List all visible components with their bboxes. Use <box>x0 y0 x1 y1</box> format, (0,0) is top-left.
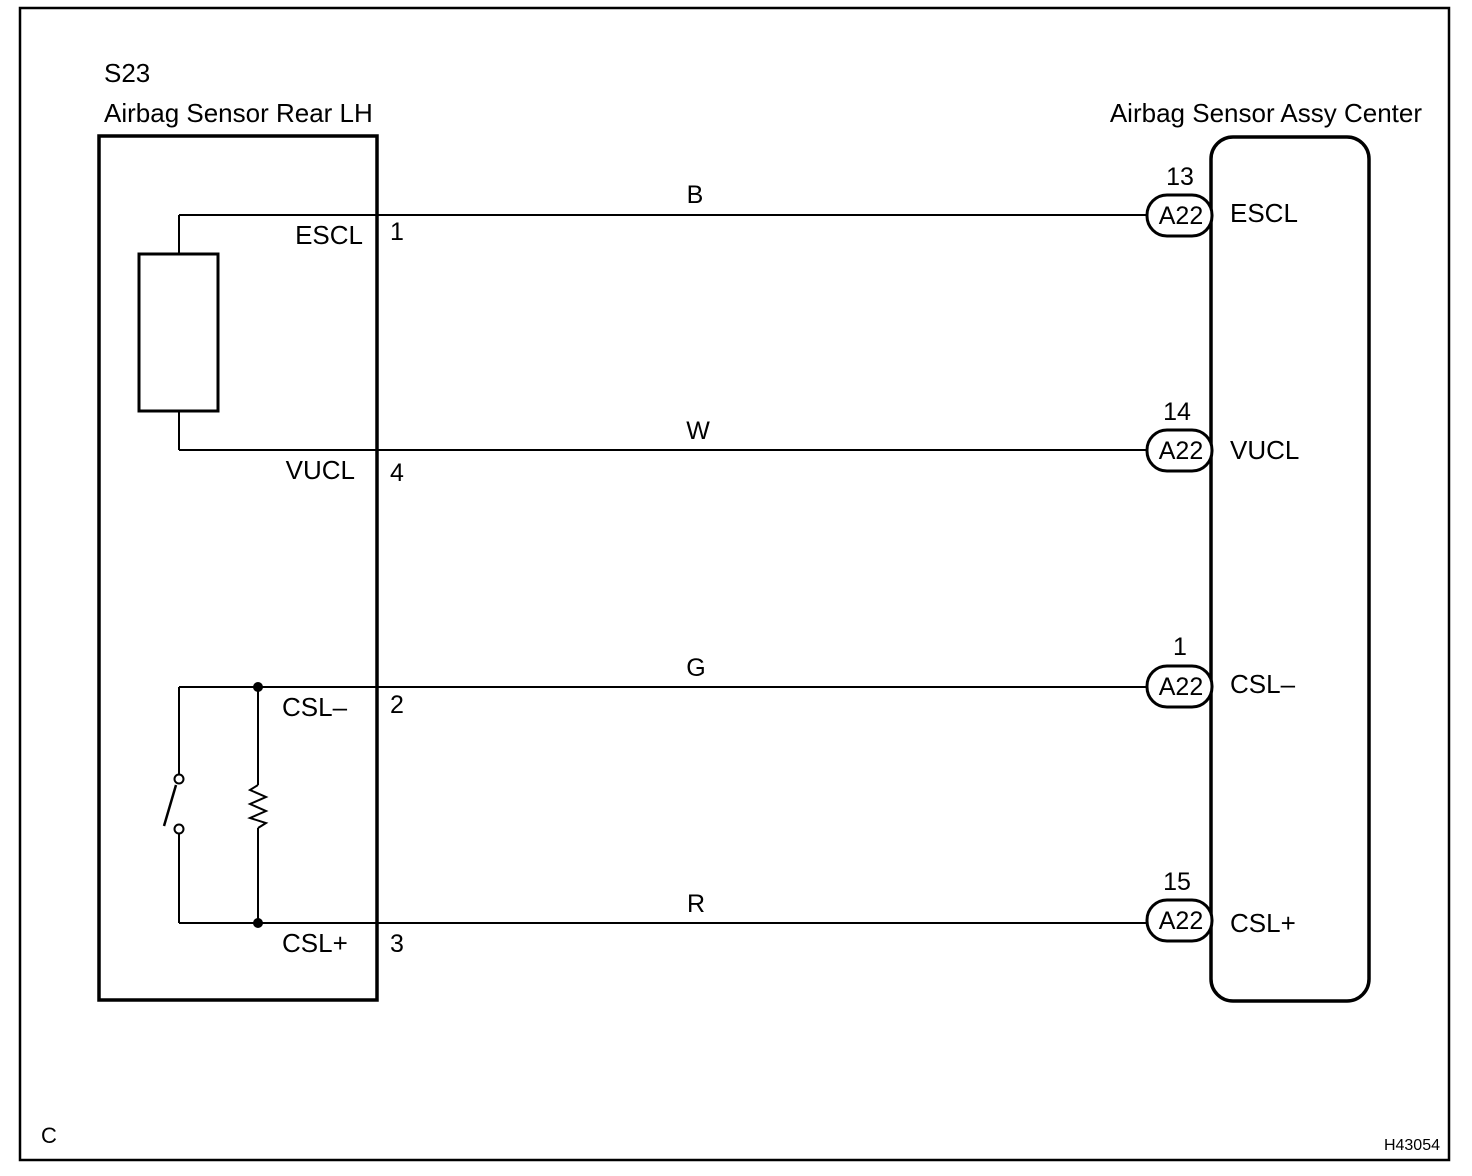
wire-color-csl-minus: G <box>686 654 705 682</box>
right-pin-csl-minus: 1 <box>1173 633 1187 661</box>
diagram-frame <box>18 6 1451 1162</box>
left-label-escl: ESCL <box>295 220 363 250</box>
sensor-box <box>97 134 379 1002</box>
wire-color-escl: B <box>687 181 704 209</box>
connector-label-vucl: A22 <box>1159 437 1203 465</box>
corner-letter: C <box>41 1123 57 1148</box>
connector-csl-minus <box>1145 664 1214 709</box>
left-pin-vucl: 4 <box>390 459 404 487</box>
left-label-vucl: VUCL <box>286 455 355 485</box>
figure-id: H43054 <box>1384 1137 1440 1154</box>
connector-csl-plus <box>1145 898 1214 943</box>
center-box <box>1209 135 1371 1003</box>
connector-label-csl-plus: A22 <box>1159 907 1203 935</box>
switch-contact-bottom <box>173 823 185 835</box>
right-pin-vucl: 14 <box>1163 398 1191 426</box>
center-name: Airbag Sensor Assy Center <box>1110 98 1422 128</box>
right-pin-escl: 13 <box>1166 163 1194 191</box>
connector-escl <box>1145 193 1214 238</box>
right-label-csl-minus: CSL– <box>1230 669 1296 699</box>
wire-color-csl-plus: R <box>687 890 705 918</box>
left-pin-csl-plus: 3 <box>390 930 404 958</box>
left-pin-csl-minus: 2 <box>390 691 404 719</box>
sensor-name: Airbag Sensor Rear LH <box>104 98 373 128</box>
right-pin-csl-plus: 15 <box>1163 868 1191 896</box>
connector-label-escl: A22 <box>1159 202 1203 230</box>
left-label-csl-plus: CSL+ <box>282 928 348 958</box>
wire-color-vucl: W <box>686 417 710 445</box>
right-label-vucl: VUCL <box>1230 435 1299 465</box>
sensor-element-block <box>137 252 220 413</box>
connector-label-csl-minus: A22 <box>1159 673 1203 701</box>
resistor <box>247 784 269 829</box>
connector-vucl <box>1145 428 1214 473</box>
left-label-csl-minus: CSL– <box>282 692 348 722</box>
switch-blade <box>162 784 178 827</box>
right-label-csl-plus: CSL+ <box>1230 908 1296 938</box>
left-pin-escl: 1 <box>390 218 404 246</box>
switch-contact-top <box>173 773 185 785</box>
right-label-escl: ESCL <box>1230 198 1298 228</box>
sensor-code: S23 <box>104 58 150 88</box>
